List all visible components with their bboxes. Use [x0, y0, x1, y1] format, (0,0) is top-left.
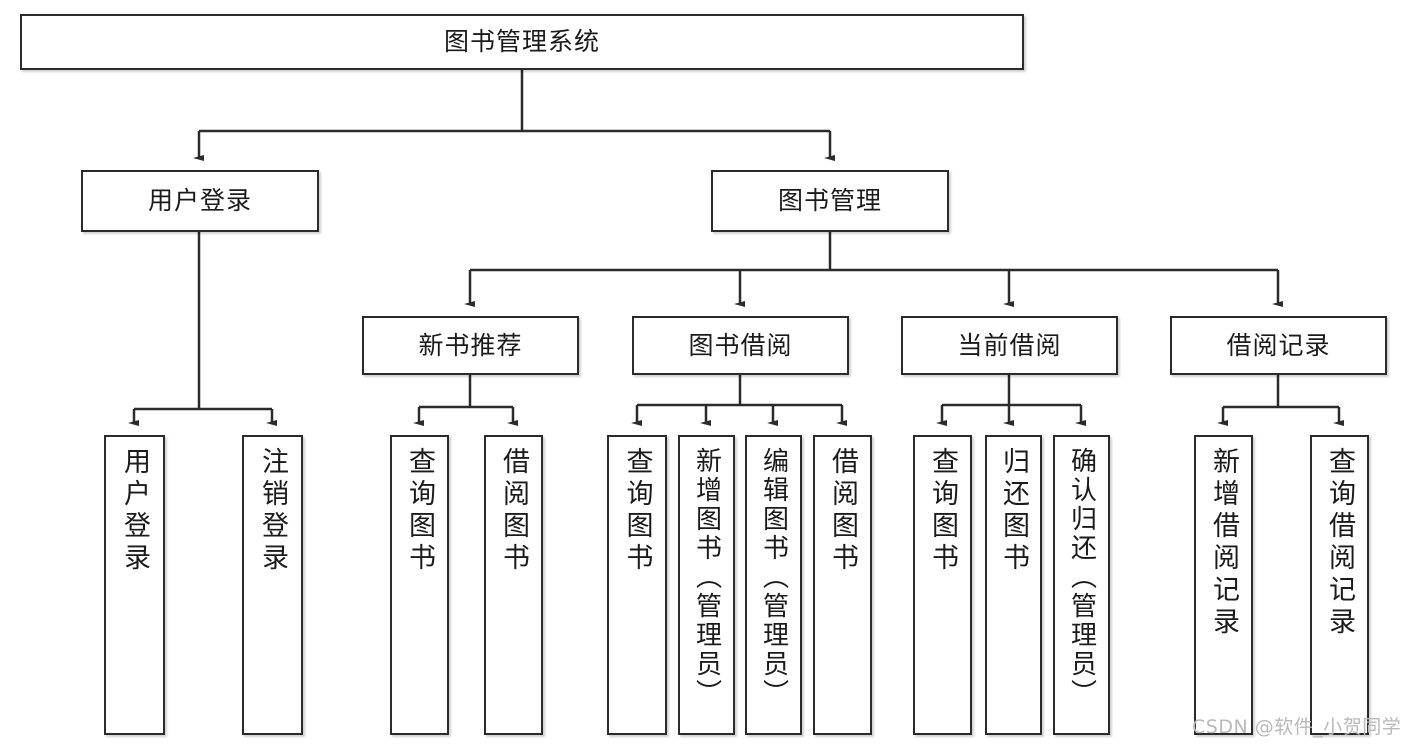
node-new-book-recommend[interactable]: 新书推荐	[362, 316, 579, 375]
node-book-manage[interactable]: 图书管理	[711, 170, 949, 232]
edge-group-borrow-record	[1217, 375, 1344, 426]
node-leaf-query-record[interactable]: 查询借阅记录	[1310, 435, 1369, 735]
node-book-borrow-label: 图书借阅	[688, 330, 793, 360]
edge-group-user-login	[128, 232, 277, 426]
node-leaf-borrow-book-2-label: 借阅图书	[827, 447, 858, 575]
node-leaf-edit-book[interactable]: 编辑图书（管理员）	[745, 435, 802, 735]
node-root-label: 图书管理系统	[443, 27, 600, 56]
node-leaf-user-login-label: 用户登录	[119, 447, 150, 575]
node-leaf-user-login[interactable]: 用户登录	[104, 435, 165, 735]
node-leaf-query-book-2[interactable]: 查询图书	[607, 435, 667, 735]
node-leaf-borrow-book-2[interactable]: 借阅图书	[813, 435, 872, 735]
node-leaf-logout-label: 注销登录	[257, 447, 288, 575]
node-leaf-borrow-book-1[interactable]: 借阅图书	[484, 435, 543, 735]
node-leaf-query-book-3[interactable]: 查询图书	[913, 435, 972, 735]
node-borrow-record-label: 借阅记录	[1226, 330, 1331, 360]
node-leaf-add-book[interactable]: 新增图书（管理员）	[678, 435, 735, 735]
edge-group-book-borrow	[631, 375, 847, 426]
node-root[interactable]: 图书管理系统	[20, 14, 1024, 70]
node-book-manage-label: 图书管理	[777, 186, 882, 215]
node-user-login-label: 用户登录	[147, 186, 252, 215]
node-leaf-confirm-return[interactable]: 确认归还（管理员）	[1053, 435, 1110, 735]
node-leaf-query-book-2-label: 查询图书	[621, 447, 653, 575]
node-leaf-borrow-book-1-label: 借阅图书	[498, 447, 529, 575]
node-leaf-return-book-label: 归还图书	[998, 447, 1029, 575]
node-leaf-confirm-return-label: 确认归还（管理员）	[1066, 447, 1097, 708]
node-borrow-record[interactable]: 借阅记录	[1170, 316, 1387, 375]
node-book-borrow[interactable]: 图书借阅	[632, 316, 849, 375]
node-leaf-logout[interactable]: 注销登录	[242, 435, 303, 735]
node-leaf-return-book[interactable]: 归还图书	[985, 435, 1042, 735]
node-leaf-add-book-label: 新增图书（管理员）	[691, 447, 722, 708]
node-leaf-query-book-3-label: 查询图书	[927, 447, 958, 575]
node-leaf-add-record[interactable]: 新增借阅记录	[1194, 435, 1253, 735]
node-leaf-query-book-1-label: 查询图书	[404, 447, 435, 575]
node-user-login[interactable]: 用户登录	[81, 170, 319, 232]
node-current-borrow[interactable]: 当前借阅	[901, 316, 1118, 375]
node-leaf-query-record-label: 查询借阅记录	[1324, 447, 1355, 639]
edge-group-current-borrow	[936, 375, 1086, 426]
node-leaf-query-book-1[interactable]: 查询图书	[390, 435, 449, 735]
node-new-book-recommend-label: 新书推荐	[418, 330, 523, 360]
edge-group-new-book-recommend	[413, 375, 518, 426]
node-leaf-add-record-label: 新增借阅记录	[1208, 447, 1239, 639]
csdn-watermark: CSDN @软件_小贺同学	[1192, 716, 1402, 738]
edge-group-root	[193, 70, 835, 161]
node-current-borrow-label: 当前借阅	[957, 330, 1062, 360]
node-leaf-edit-book-label: 编辑图书（管理员）	[758, 447, 789, 708]
edge-group-book-manage	[464, 232, 1283, 307]
